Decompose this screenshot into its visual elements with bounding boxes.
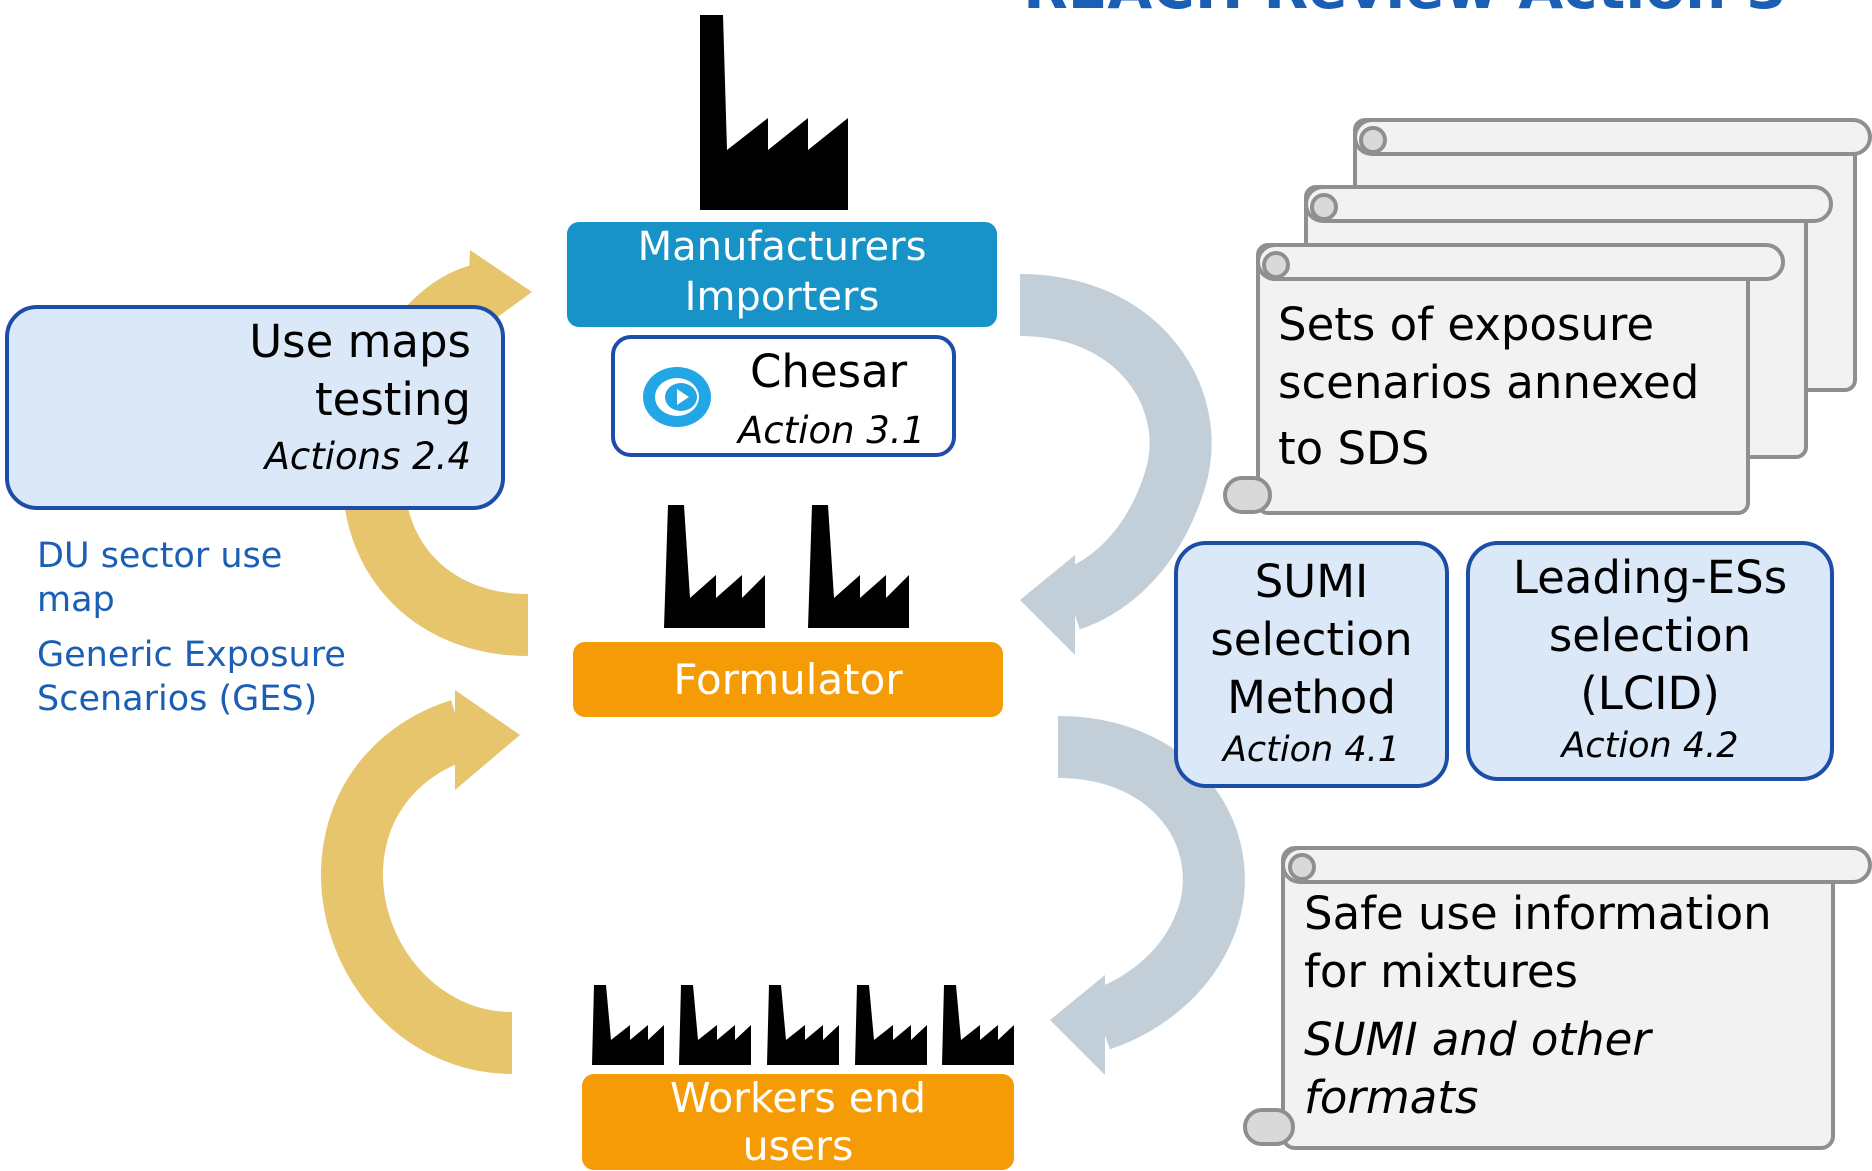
use-maps-line2: testing [314,373,471,426]
sumi-selection-panel: SUMI selection Method Action 4.1 [1174,541,1449,788]
factory-icon-workers [592,985,1014,1065]
leading-es-selection-panel: Leading-ESs selection (LCID) Action 4.2 [1466,541,1834,781]
use-maps-line1: Use maps [249,315,471,368]
sumi-action: Action 4.1 [1222,730,1401,770]
safe-use-scroll [1243,846,1872,1150]
workers-line1: Workers end [669,1074,927,1122]
manufacturers-importers-box: Manufacturers Importers [567,222,997,327]
workers-line2: users [742,1122,854,1170]
scroll-stack [1223,118,1872,515]
page-title: REACH Review Action 3 [955,0,1855,22]
manufacturers-label: Manufacturers [637,224,927,270]
workers-box: Workers end users [582,1074,1014,1170]
safe-use-text: Safe use information for mixtures SUMI a… [1304,887,1772,1124]
factory-icon-large [700,15,848,210]
use-maps-action: Actions 2.4 [264,435,471,478]
chesar-logo-icon [641,361,713,433]
factory-icon-formulator-1 [664,505,765,628]
du-sector-note: DU sector use map [37,536,283,620]
factory-icon-formulator-2 [808,505,909,628]
use-maps-panel: Use maps testing Actions 2.4 [5,305,505,510]
formulator-label: Formulator [673,655,903,704]
gold-arrow-lower [321,690,520,1074]
grey-arrow-lower [1050,716,1245,1075]
chesar-label: Chesar [750,345,908,398]
chesar-box: Chesar Action 3.1 [611,335,956,457]
grey-arrow-upper [1018,274,1212,655]
formulator-box: Formulator [573,642,1003,717]
importers-label: Importers [684,274,880,320]
ges-note: Generic Exposure Scenarios (GES) [37,635,346,719]
leading-action: Action 4.2 [1561,726,1739,766]
exposure-scenarios-text: Sets of exposure scenarios annexed to SD… [1278,298,1700,475]
chesar-action: Action 3.1 [738,409,926,452]
